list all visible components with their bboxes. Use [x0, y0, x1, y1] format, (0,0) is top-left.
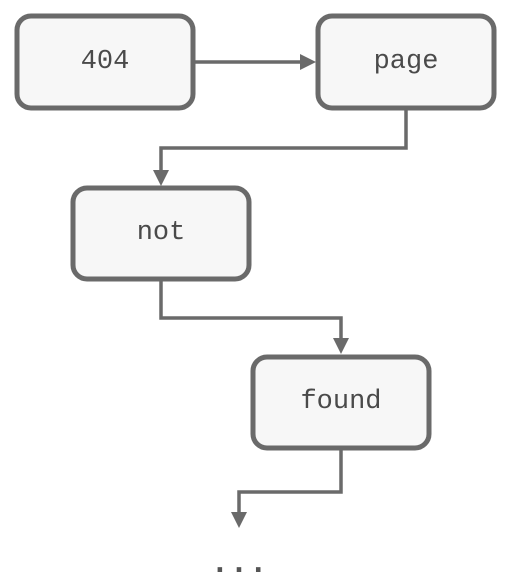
node-label: 404: [81, 47, 130, 77]
node-not: not: [70, 185, 252, 282]
node-box: [250, 354, 432, 451]
connectors: [153, 54, 408, 528]
node-box: [70, 185, 252, 282]
arrowhead-continuation: [231, 512, 247, 528]
edge-found-to-continuation: [237, 450, 343, 512]
node-box: [14, 13, 196, 111]
node-box: [315, 13, 497, 111]
node-page: page: [315, 13, 497, 111]
node-label: found: [300, 387, 381, 417]
node-label: page: [374, 47, 439, 77]
edge-page-to-not: [159, 110, 408, 170]
edge-not-to-found: [159, 281, 343, 338]
node-found: found: [250, 354, 432, 451]
node-404: 404: [14, 13, 196, 111]
continuation-ellipsis: ...: [210, 545, 268, 582]
arrowhead-page: [300, 54, 316, 70]
arrowhead-not: [153, 170, 169, 186]
node-label: not: [137, 218, 186, 248]
arrowhead-found: [333, 338, 349, 354]
